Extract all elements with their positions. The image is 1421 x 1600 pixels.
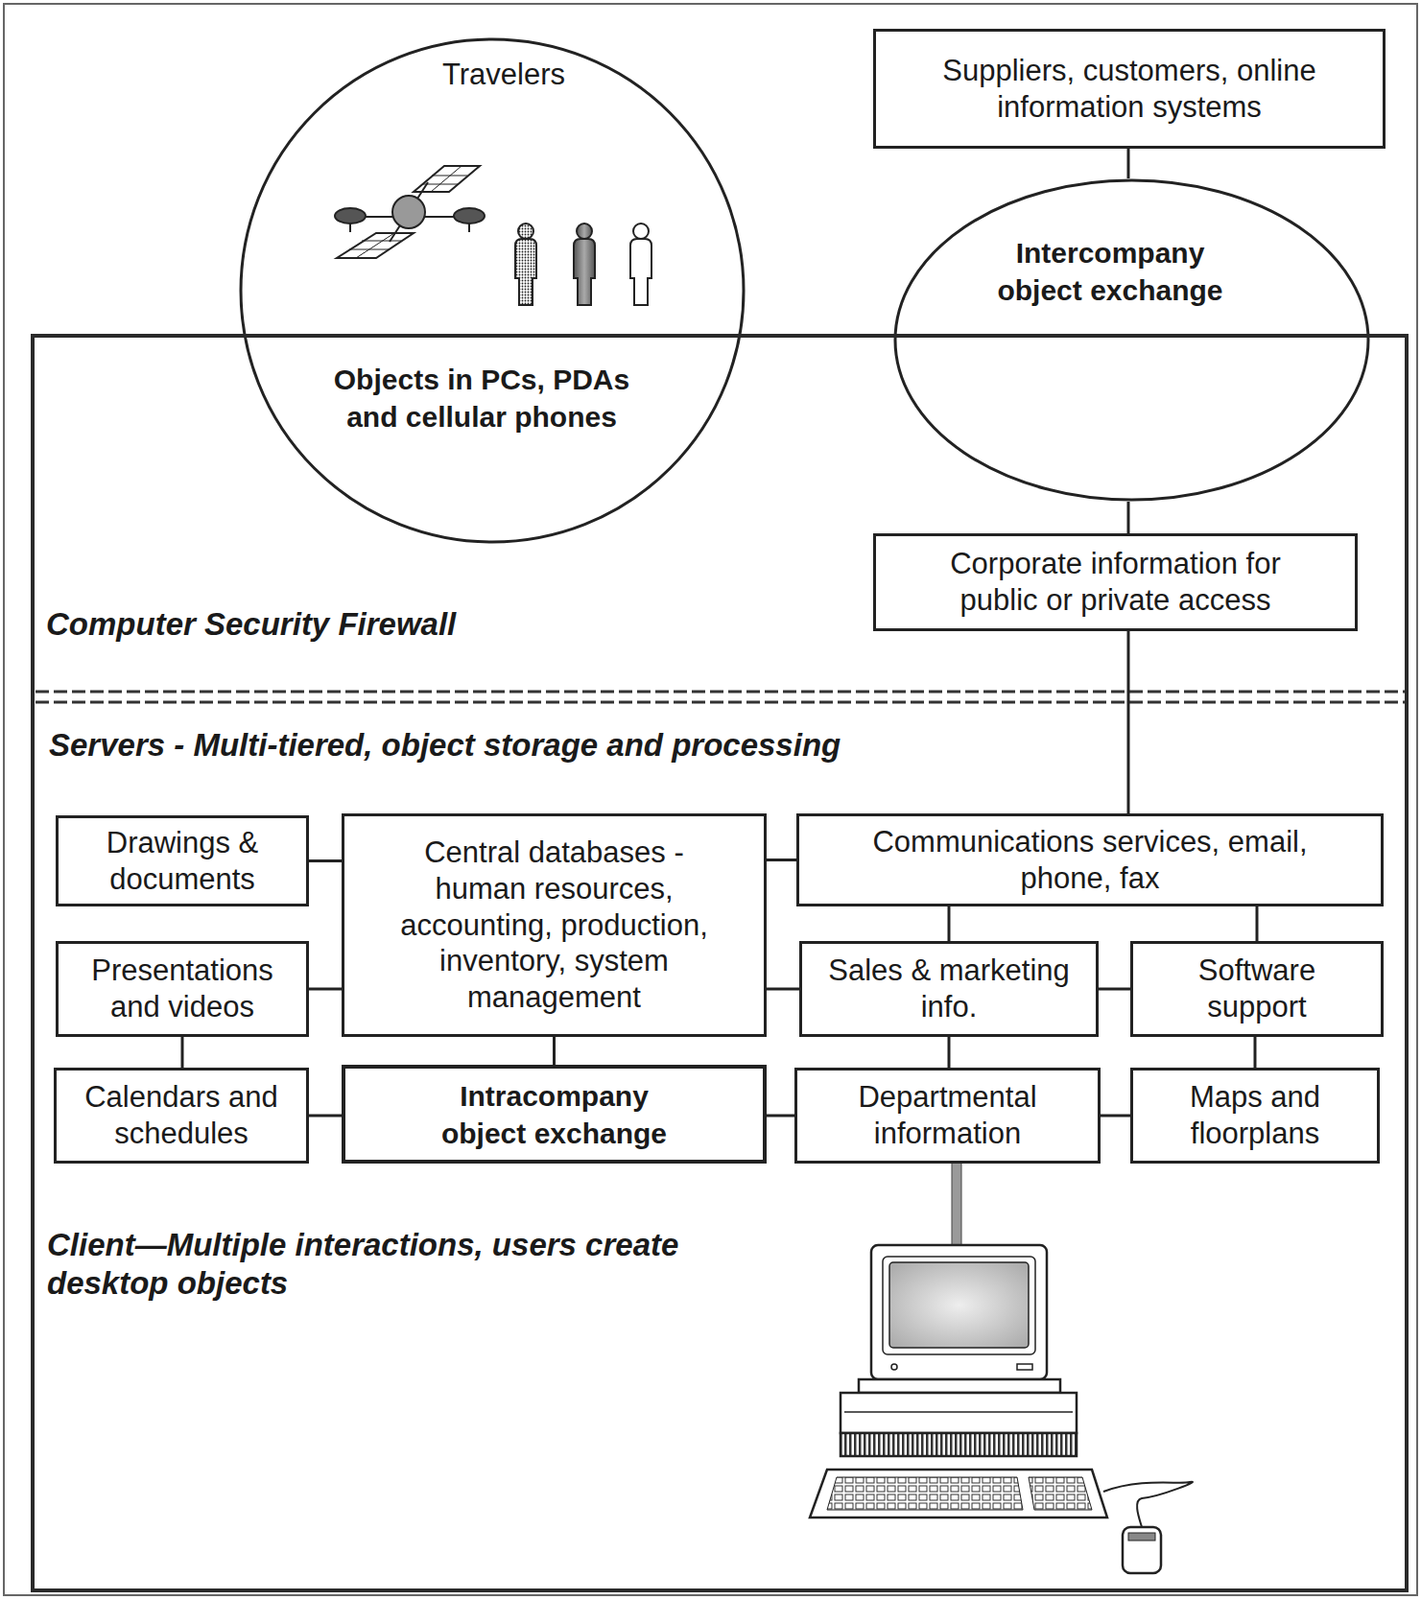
node-text: Client—Multiple interactions, users crea…: [47, 1226, 719, 1303]
connector-line: [552, 1037, 556, 1066]
circle-outline: [238, 37, 746, 545]
dish-leg: [468, 223, 471, 233]
connector-line: [1254, 1037, 1257, 1068]
connector-line: [308, 859, 342, 863]
keyboard: [809, 1469, 1108, 1518]
firewall-dashed-line: [35, 691, 1405, 703]
server-box: Drawings & documents: [55, 815, 309, 907]
panel-grid: [355, 233, 395, 259]
traveler-circle: TravelersObjects in PCs, PDAs and cellul…: [238, 37, 746, 545]
keyboard-keypad: [1028, 1477, 1092, 1511]
page-frame: [3, 3, 1418, 1596]
node-text: Maps and floorplans: [1140, 1079, 1370, 1153]
dash-line: [35, 690, 1405, 694]
monitor-stand: [858, 1379, 1061, 1394]
dash-line: [35, 701, 1405, 705]
server-box: Maps and floorplans: [1130, 1067, 1380, 1164]
ellipse-outline: [893, 178, 1371, 502]
node-text: Communications services, email, phone, f…: [835, 824, 1345, 898]
connector-line: [1127, 501, 1131, 534]
server-box: Software support: [1130, 941, 1384, 1038]
unit-seam: [844, 1411, 1073, 1414]
server-box: Calendars and schedules: [53, 1067, 309, 1164]
mouse-cable: [1103, 1482, 1193, 1528]
connector-line: [308, 1114, 342, 1118]
person-head: [633, 223, 649, 239]
node-text: Objects in PCs, PDAs and cellular phones: [328, 360, 636, 436]
server-box: Communications services, email, phone, f…: [796, 813, 1384, 907]
connector-line: [308, 988, 342, 992]
mouse-button: [1128, 1533, 1156, 1541]
dish-leg: [349, 223, 352, 233]
corporate-box: Corporate information for public or priv…: [873, 533, 1358, 632]
power-light: [891, 1364, 898, 1371]
database-box: Central databases - human resources, acc…: [341, 813, 767, 1038]
solar-panel: [336, 233, 414, 259]
exchange-ellipse: Intercompany object exchange: [893, 178, 1371, 502]
connector-line: [1098, 988, 1131, 992]
node-text: Calendars and schedules: [64, 1079, 299, 1153]
connector-line: [947, 906, 951, 942]
connector-line: [1127, 631, 1131, 814]
server-box: Departmental information: [794, 1067, 1101, 1164]
node-text: Corporate information for public or priv…: [914, 545, 1318, 619]
monitor-button: [1017, 1364, 1033, 1371]
node-text: Presentations and videos: [67, 952, 298, 1026]
mouse: [1122, 1527, 1161, 1574]
person-head: [576, 223, 593, 239]
node-text: Computer Security Firewall: [46, 605, 718, 644]
client-link: [951, 1160, 962, 1248]
node-text: Intracompany object exchange: [429, 1077, 680, 1153]
node-text: Software support: [1156, 952, 1358, 1026]
ellipse-border: [895, 180, 1369, 500]
panel-grid: [430, 165, 462, 192]
satellite-icon: [334, 165, 485, 259]
keyboard-keys: [827, 1477, 1023, 1511]
node-text: Drawings & documents: [67, 825, 298, 899]
unit-vents: [840, 1433, 1077, 1457]
connector-line: [1127, 148, 1131, 179]
node-text: Departmental information: [808, 1079, 1088, 1153]
connector-line: [1255, 906, 1259, 942]
node-text: Sales & marketing info.: [809, 952, 1089, 1026]
connector-line: [766, 858, 797, 862]
node-text: Central databases - human resources, acc…: [376, 834, 734, 1017]
traveler-figures: [515, 223, 652, 306]
connector-line: [947, 1037, 951, 1068]
connector-line: [766, 1114, 795, 1118]
server-box: Sales & marketing info.: [799, 941, 1099, 1038]
screen: [889, 1262, 1029, 1349]
monitor: [871, 1245, 1047, 1380]
connector-line: [181, 1037, 185, 1068]
monitor-bezel: [882, 1256, 1036, 1355]
external-box: Suppliers, customers, online information…: [873, 28, 1386, 149]
node-text: Suppliers, customers, online information…: [908, 52, 1350, 126]
desktop-computer: [809, 1245, 1193, 1574]
person-body: [630, 238, 652, 306]
person-body: [515, 238, 537, 306]
server-box: Presentations and videos: [55, 941, 309, 1038]
satellite-dish: [453, 208, 485, 224]
satellite-dish: [334, 208, 366, 224]
system-unit: [840, 1393, 1077, 1434]
person-body: [573, 238, 595, 306]
circle-border: [240, 39, 744, 543]
connector-line: [766, 988, 800, 992]
firewall-region: Computer Security FirewallServers - Mult…: [30, 333, 1409, 1593]
node-text: Travelers: [263, 56, 744, 94]
node-text: Intercompany object exchange: [975, 234, 1245, 309]
node-text: Servers - Multi-tiered, object storage a…: [48, 726, 1105, 765]
person-head: [518, 223, 534, 239]
satellite-body: [392, 195, 426, 229]
connector-line: [1100, 1114, 1131, 1118]
exchange-box: Intracompany object exchange: [341, 1065, 767, 1164]
